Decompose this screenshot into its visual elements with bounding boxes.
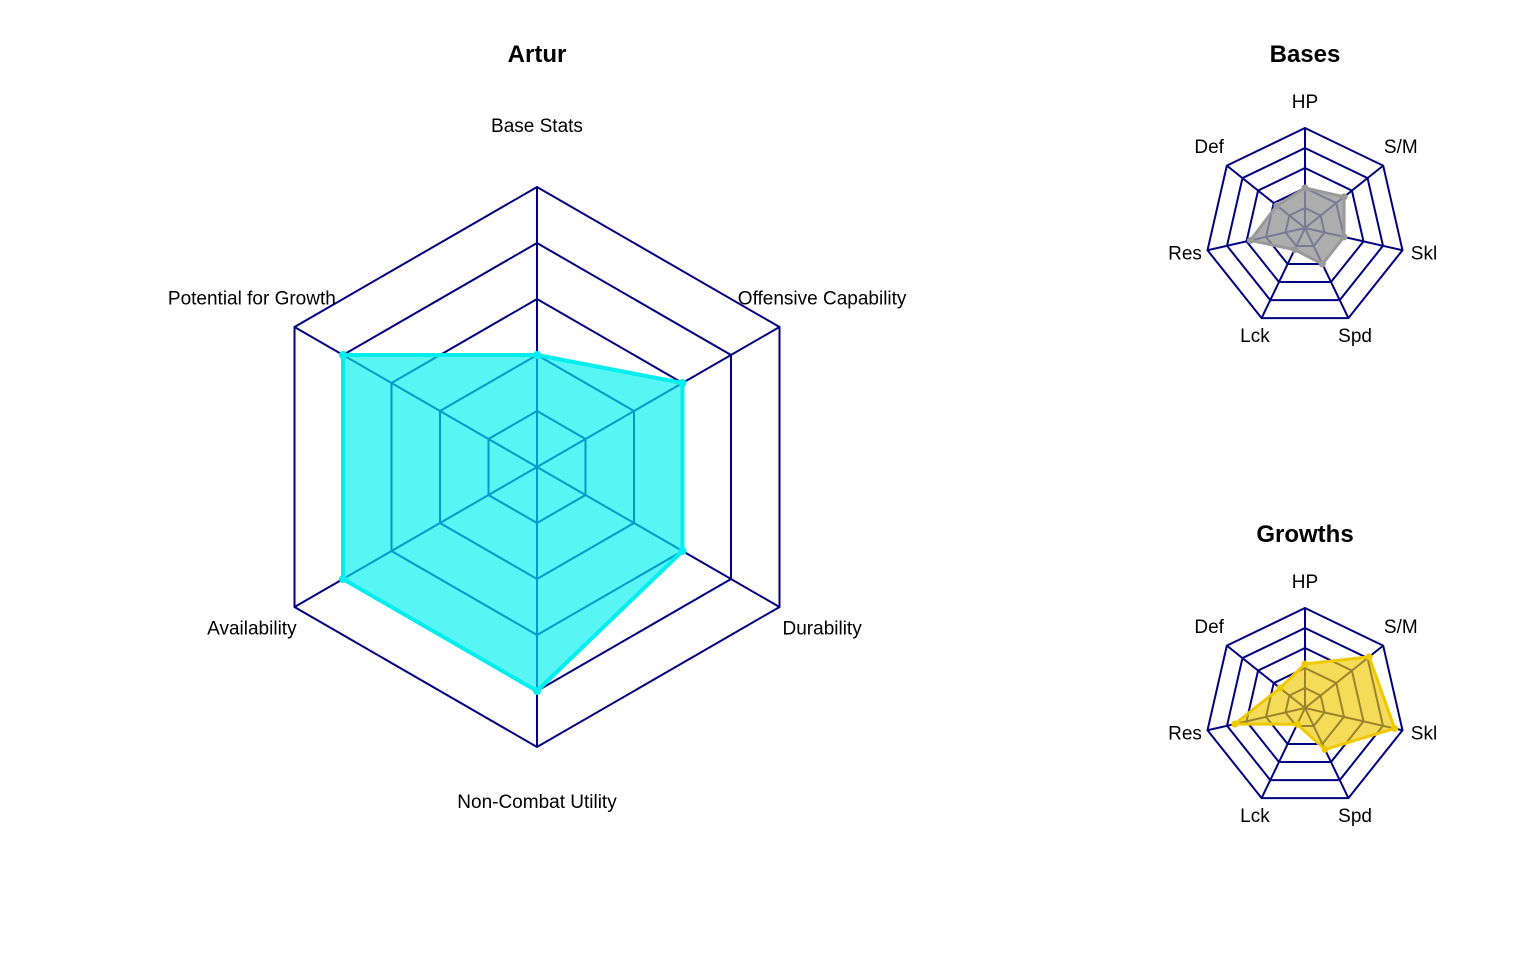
data-point-s-m [1365,653,1373,661]
data-area-growths [1233,655,1397,751]
chart-title-growths: Growths [1256,521,1353,548]
data-point-skl [1340,233,1348,241]
data-point-lck [1291,246,1299,254]
axis-label-potential-for-growth: Potential for Growth [168,289,336,310]
grid-ring-5 [1206,606,1404,800]
grid-ring-4 [1225,146,1385,302]
axis-label-res: Res [1168,244,1202,265]
axis-label-offensive-capability: Offensive Capability [738,289,907,310]
data-point-res [1246,236,1254,244]
data-area-artur [341,353,685,693]
grid-ring-3 [1245,166,1365,284]
axis-label-res: Res [1168,724,1202,745]
data-point-base-stats [533,351,541,359]
data-point-offensive-capability [678,379,687,387]
axis-label-skl: Skl [1411,244,1437,265]
axis-label-spd: Spd [1338,326,1372,347]
data-area-bases [1248,186,1346,266]
axis-label-s-m: S/M [1384,617,1418,638]
axis-label-hp: HP [1292,572,1318,593]
axis-label-def: Def [1194,617,1224,638]
data-point-availability [339,575,348,583]
chart-title-bases: Bases [1270,41,1341,68]
axis-label-non-combat-utility: Non-Combat Utility [457,792,617,813]
grid-ring-5 [1206,126,1404,320]
data-point-non-combat-utility [533,687,541,695]
axis-label-hp: HP [1292,92,1318,113]
data-point-skl [1391,724,1399,732]
axis-label-spd: Spd [1338,806,1372,827]
data-point-s-m [1340,193,1348,201]
chart-title-artur: Artur [508,41,567,68]
axis-label-durability: Durability [783,619,863,640]
data-point-spd [1321,745,1329,753]
axis-label-availability: Availability [207,619,297,640]
data-point-def [1273,202,1281,210]
data-point-spd [1318,260,1326,268]
data-point-lck [1293,720,1301,728]
data-point-hp [1301,660,1309,668]
axis-label-s-m: S/M [1384,137,1418,158]
axis-label-lck: Lck [1240,326,1270,347]
data-point-hp [1301,184,1309,192]
axis-label-def: Def [1194,137,1224,158]
data-point-durability [678,547,687,555]
data-point-potential-for-growth [339,351,348,359]
data-point-def [1276,684,1284,692]
axis-label-skl: Skl [1411,724,1437,745]
data-point-res [1231,720,1239,728]
axis-label-base-stats: Base Stats [491,116,583,137]
axis-label-lck: Lck [1240,806,1270,827]
